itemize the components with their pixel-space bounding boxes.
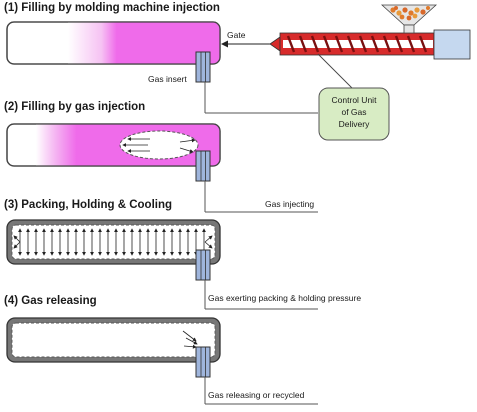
control-unit-line-2: of Gas [341, 107, 366, 117]
gas-insert-2 [195, 150, 211, 182]
mold-cavity-4 [6, 317, 221, 363]
gas-insert-1 [195, 51, 211, 83]
gas-release-arrows [182, 330, 198, 349]
gas-exerting-label: Gas exerting packing & holding pressure [208, 293, 361, 303]
step-4-title: (4) Gas releasing [4, 295, 97, 307]
pressure-arrow-side [13, 235, 21, 243]
step-2-title: (2) Filling by gas injection [4, 101, 145, 113]
mold-cavity-3 [6, 219, 221, 265]
control-unit: Control Unit of Gas Delivery [318, 87, 390, 141]
control-unit-line-3: Delivery [339, 119, 370, 129]
molten-plastic-1 [68, 22, 220, 64]
pressure-arrow-side [204, 235, 213, 243]
pressure-arrow-side [13, 241, 21, 249]
control-unit-line-1: Control Unit [332, 95, 378, 105]
mold-cavity-1 [6, 21, 221, 65]
gas-bubble-2 [119, 130, 199, 160]
hopper [380, 4, 438, 34]
packing-pressure-arrows [13, 228, 213, 256]
injection-machine [269, 4, 471, 60]
pressure-arrow-side [204, 241, 213, 249]
gas-releasing-label: Gas releasing or recycled [208, 390, 305, 400]
control-link-line [317, 53, 353, 89]
step-1-title: (1) Filling by molding machine injection [4, 2, 220, 14]
gas-insert-3 [195, 249, 211, 281]
gas-bubble-arrows [122, 137, 196, 153]
gas-insert-4 [195, 346, 211, 378]
gas-insert-label: Gas insert [148, 74, 187, 84]
gate-label: Gate [227, 30, 246, 40]
screw [283, 35, 433, 53]
gas-injecting-label: Gas injecting [265, 199, 314, 209]
step-3-title: (3) Packing, Holding & Cooling [4, 199, 172, 211]
mold-cavity-2 [6, 123, 221, 167]
